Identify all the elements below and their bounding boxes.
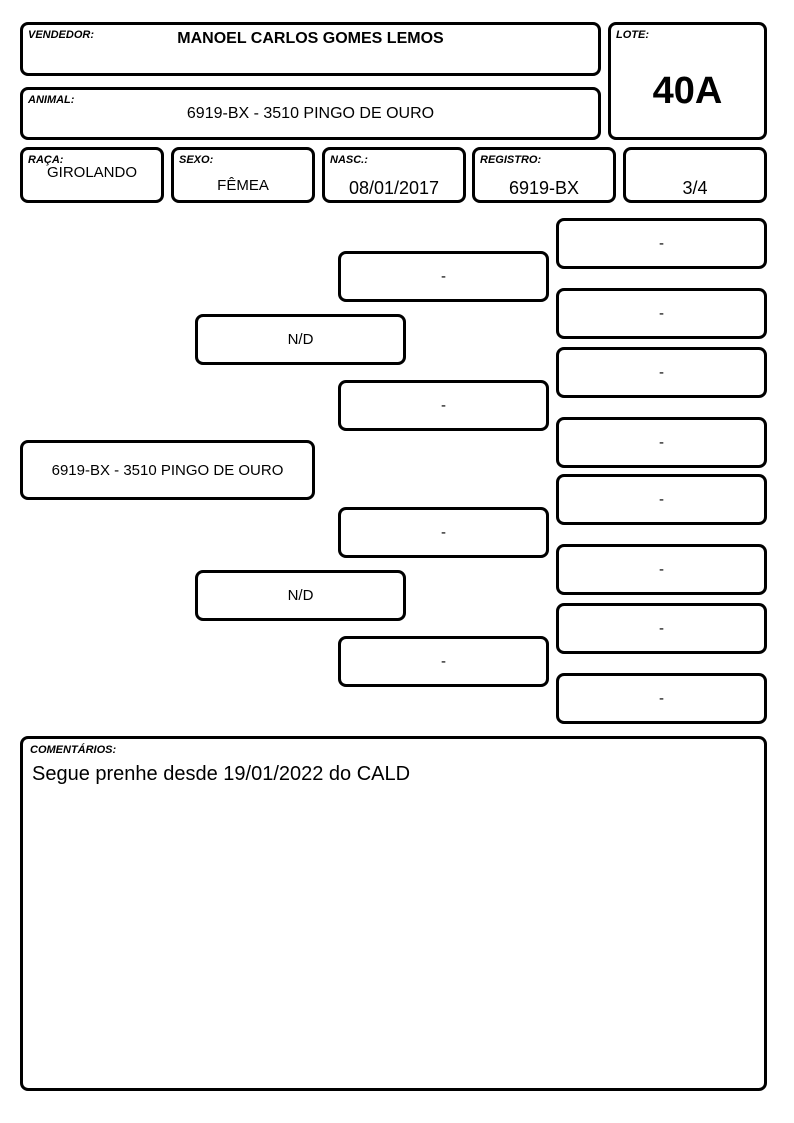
pedigree-great-grandparent: - [556, 603, 767, 654]
vendedor-value: MANOEL CARLOS GOMES LEMOS [177, 30, 444, 47]
pedigree-great-grandparent: - [556, 347, 767, 398]
pedigree-grandparent: - [338, 251, 549, 302]
animal-box: ANIMAL: 6919-BX - 3510 PINGO DE OURO [20, 87, 601, 140]
lote-box: LOTE: 40A [608, 22, 767, 140]
raca-label: RAÇA: [28, 154, 64, 166]
animal-label: ANIMAL: [28, 94, 75, 106]
animal-value: 6919-BX - 3510 PINGO DE OURO [186, 105, 435, 122]
sexo-value: FÊMEA [217, 177, 269, 194]
comments-box: COMENTÁRIOS: Segue prenhe desde 19/01/20… [20, 736, 767, 1091]
pedigree-great-grandparent: - [556, 288, 767, 339]
vendedor-box: VENDEDOR: MANOEL CARLOS GOMES LEMOS [20, 22, 601, 76]
pedigree-great-grandparent: - [556, 673, 767, 724]
sexo-label: SEXO: [179, 154, 214, 166]
nasc-label: NASC.: [330, 154, 368, 166]
pedigree-great-grandparent: - [556, 544, 767, 595]
pedigree-great-grandparent: - [556, 474, 767, 525]
pedigree-grandparent: - [338, 507, 549, 558]
nasc-value: 08/01/2017 [348, 178, 440, 198]
sexo-box: SEXO: FÊMEA [171, 147, 315, 203]
raca-value: GIROLANDO [46, 164, 137, 181]
grau-value: 3/4 [682, 178, 708, 198]
grau-box: 3/4 [623, 147, 767, 203]
pedigree-great-grandparent: - [556, 417, 767, 468]
raca-box: RAÇA: GIROLANDO [20, 147, 164, 203]
comments-label: COMENTÁRIOS: [30, 744, 117, 756]
lote-label: LOTE: [616, 29, 649, 41]
vendedor-label: VENDEDOR: [28, 29, 95, 41]
comments-text: Segue prenhe desde 19/01/2022 do CALD [32, 763, 411, 785]
pedigree-dam: N/D [195, 570, 406, 621]
pedigree-sire: N/D [195, 314, 406, 365]
lote-value: 40A [652, 70, 723, 112]
pedigree-animal: 6919-BX - 3510 PINGO DE OURO [20, 440, 315, 500]
pedigree-grandparent: - [338, 380, 549, 431]
registro-label: REGISTRO: [480, 154, 542, 166]
pedigree-grandparent: - [338, 636, 549, 687]
pedigree-great-grandparent: - [556, 218, 767, 269]
registro-value: 6919-BX [508, 178, 580, 198]
nasc-box: NASC.: 08/01/2017 [322, 147, 466, 203]
registro-box: REGISTRO: 6919-BX [472, 147, 616, 203]
